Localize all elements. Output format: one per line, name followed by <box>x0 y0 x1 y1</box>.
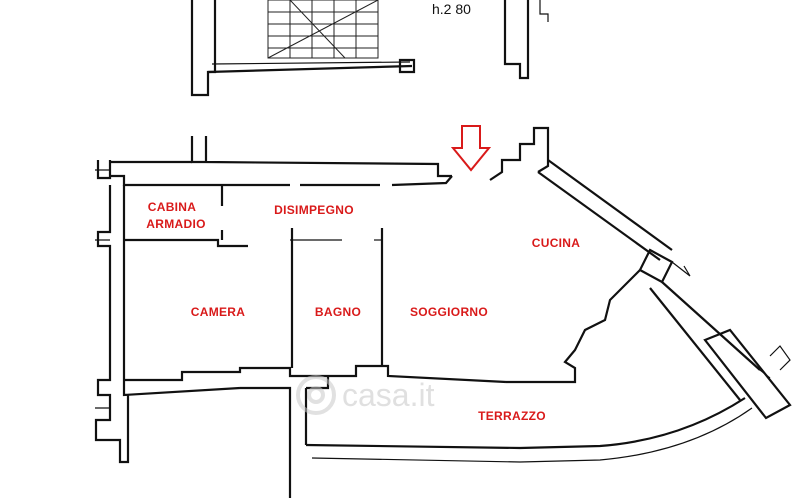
room-label-terrazzo: TERRAZZO <box>478 409 546 423</box>
watermark-text: casa.it <box>342 377 435 413</box>
room-label-camera: CAMERA <box>191 305 245 319</box>
room-label-disimpegno: DISIMPEGNO <box>274 203 354 217</box>
watermark-logo: casa.it <box>296 375 435 415</box>
room-label-bagno: BAGNO <box>315 305 361 319</box>
interior-walls <box>124 185 384 368</box>
entrance-arrow-icon <box>450 125 492 172</box>
room-label-armadio: ARMADIO <box>146 217 205 231</box>
room-label-soggiorno: SOGGIORNO <box>410 305 488 319</box>
stairwell: h.2 80 <box>190 0 549 97</box>
apartment-walls <box>94 126 792 498</box>
room-labels: CABINA ARMADIO DISIMPEGNO CUCINA CAMERA … <box>146 200 580 423</box>
ceiling-height-label: h.2 80 <box>432 1 471 17</box>
room-label-cucina: CUCINA <box>532 236 580 250</box>
room-label-cabina: CABINA <box>148 200 196 214</box>
